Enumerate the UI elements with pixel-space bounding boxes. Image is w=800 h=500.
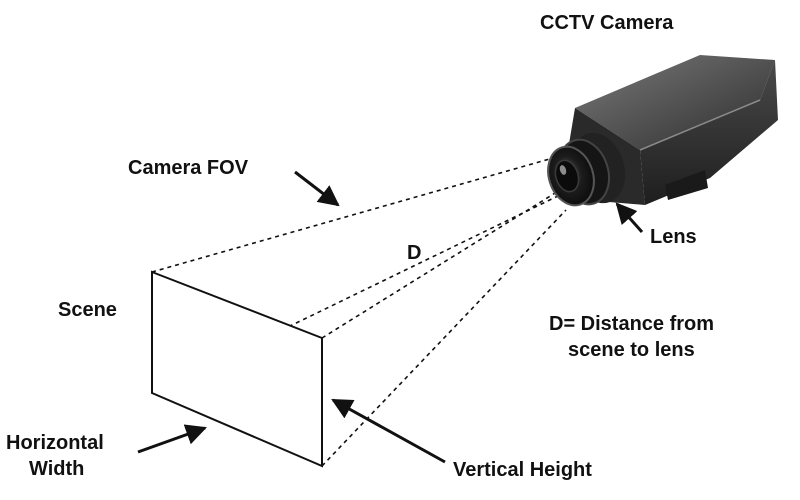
scene-rectangle xyxy=(151,270,323,468)
vertical-label: Vertical Height xyxy=(453,459,592,481)
camera-mount xyxy=(665,170,708,200)
camera-top-face xyxy=(575,55,775,150)
fov-label: Camera FOV xyxy=(128,157,249,179)
pointer-arrows xyxy=(137,170,644,464)
cctv-camera-illustration xyxy=(547,55,778,207)
scene-label: Scene xyxy=(58,299,117,321)
lens-arrow xyxy=(615,202,644,233)
fov-arrow xyxy=(294,170,340,207)
camera-label: CCTV Camera xyxy=(540,12,674,34)
camera-edge-highlight xyxy=(639,99,761,151)
horizontal-label-line1: Horizontal xyxy=(6,432,104,454)
vertical-arrow xyxy=(331,398,446,464)
fov-line-bottom-right xyxy=(321,209,567,467)
lens-reflection xyxy=(559,165,567,175)
fov-line-right-top xyxy=(321,189,561,339)
horizontal-label-line2: Width xyxy=(29,458,84,480)
definition-label-line1: D= Distance from xyxy=(549,313,714,335)
fov-line-top xyxy=(151,157,554,273)
definition-label-line2: scene to lens xyxy=(568,339,695,361)
distance-label: D xyxy=(407,242,421,264)
camera-side-face xyxy=(640,60,778,205)
lens-label: Lens xyxy=(650,226,697,248)
horizontal-arrow xyxy=(137,424,207,454)
